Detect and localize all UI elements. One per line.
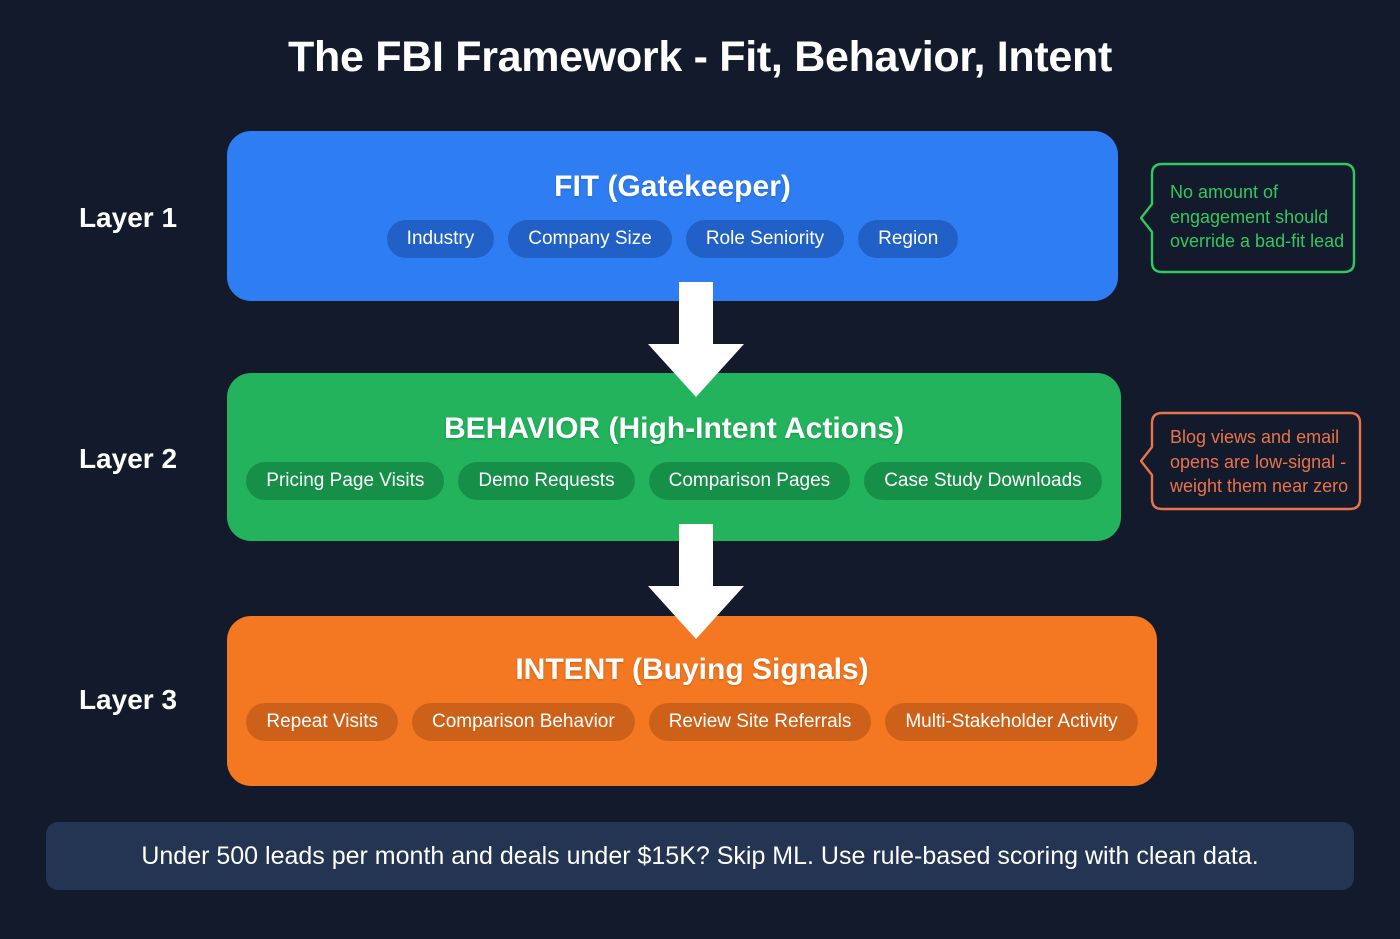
layer-label-3: Layer 3 (78, 684, 178, 715)
chip-comparison-behavior[interactable]: Comparison Behavior (411, 703, 635, 741)
chip-repeat-visits[interactable]: Repeat Visits (246, 703, 398, 741)
layer-block-intent[interactable]: INTENT (Buying Signals) Repeat Visits Co… (227, 616, 1157, 786)
chip-role-seniority[interactable]: Role Seniority (685, 220, 845, 258)
chip-review-site-referrals[interactable]: Review Site Referrals (648, 703, 872, 741)
layer-label-1: Layer 1 (78, 202, 178, 233)
chip-comparison-pages[interactable]: Comparison Pages (648, 462, 851, 500)
callout-text-fit: No amount of engagement should override … (1170, 182, 1345, 252)
chip-company-size[interactable]: Company Size (508, 220, 672, 258)
footer-banner-text: Under 500 leads per month and deals unde… (141, 842, 1259, 870)
layer-heading-behavior: BEHAVIOR (High-Intent Actions) (444, 412, 904, 445)
chip-demo-requests[interactable]: Demo Requests (458, 462, 635, 500)
chip-multi-stakeholder-activity[interactable]: Multi-Stakeholder Activity (885, 703, 1138, 741)
chip-industry[interactable]: Industry (386, 220, 495, 258)
layer-label-2: Layer 2 (78, 443, 178, 474)
callout-bubble-behavior-icon (1140, 411, 1362, 511)
layer-heading-intent: INTENT (Buying Signals) (515, 653, 869, 686)
chip-row-intent: Repeat Visits Comparison Behavior Review… (227, 703, 1157, 741)
page-title: The FBI Framework - Fit, Behavior, Inten… (288, 33, 1112, 81)
chip-row-fit: Industry Company Size Role Seniority Reg… (227, 220, 1118, 258)
layer-block-behavior[interactable]: BEHAVIOR (High-Intent Actions) Pricing P… (227, 373, 1121, 541)
footer-banner: Under 500 leads per month and deals unde… (46, 822, 1354, 890)
chip-pricing-page-visits[interactable]: Pricing Page Visits (246, 462, 445, 500)
callout-text-behavior: Blog views and email opens are low-signa… (1170, 427, 1349, 497)
arrow-down-icon-behavior-to-intent (648, 524, 744, 639)
callout-bubble-fit-icon (1140, 162, 1356, 274)
callout-behavior: Blog views and email opens are low-signa… (1140, 409, 1362, 513)
chip-row-behavior: Pricing Page Visits Demo Requests Compar… (227, 462, 1121, 500)
callout-fit: No amount of engagement should override … (1140, 160, 1356, 276)
layer-block-fit[interactable]: FIT (Gatekeeper) Industry Company Size R… (227, 131, 1118, 301)
chip-case-study-downloads[interactable]: Case Study Downloads (864, 462, 1102, 500)
layer-heading-fit: FIT (Gatekeeper) (554, 170, 791, 203)
chip-region[interactable]: Region (858, 220, 959, 258)
arrow-down-icon-fit-to-behavior (648, 282, 744, 397)
